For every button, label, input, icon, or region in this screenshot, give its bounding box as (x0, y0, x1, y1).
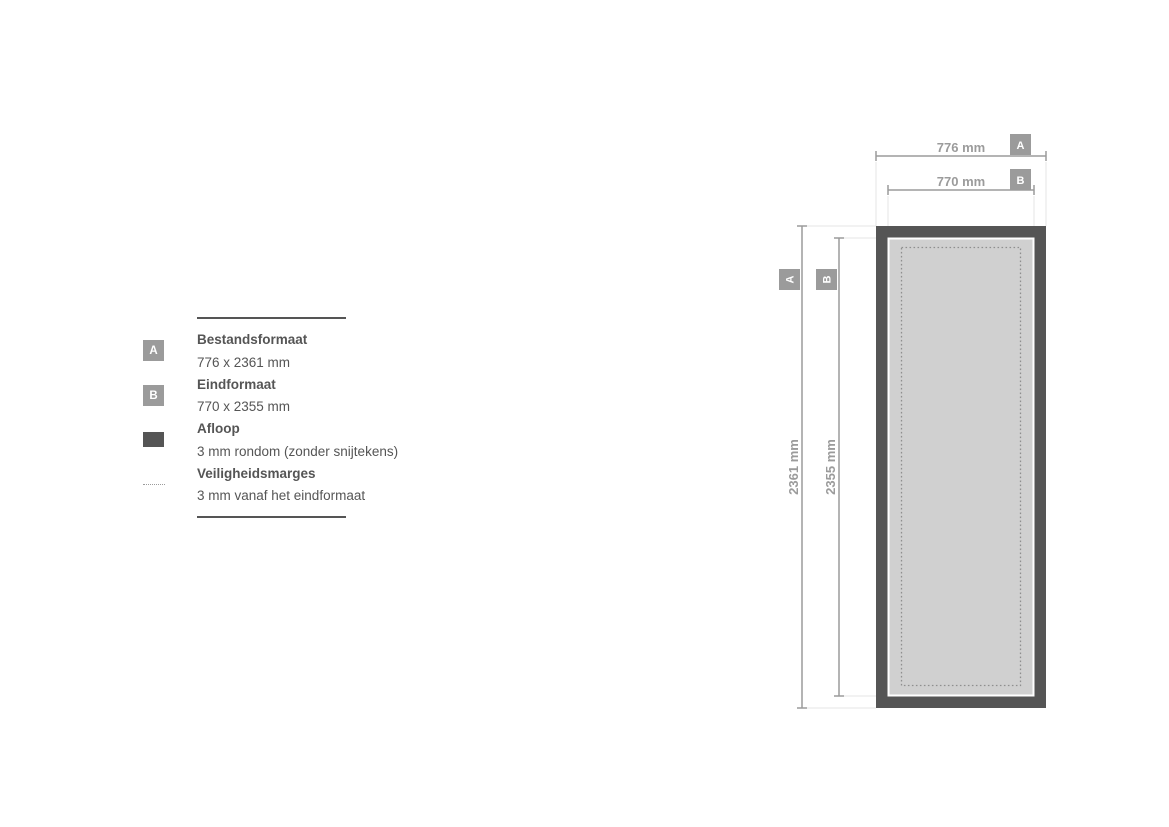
height-label-b: 2355 mm (823, 439, 838, 495)
legend-detail-bleed: 3 mm rondom (zonder snijtekens) (197, 444, 399, 459)
legend-safety-margin-dots (143, 484, 165, 485)
legend-detail-file-format: 776 x 2361 mm (197, 355, 291, 370)
legend-badge-a: A (143, 340, 164, 361)
legend-detail-safety-margins: 3 mm vanaf het eindformaat (197, 488, 366, 503)
height-dimension-a: A 2361 mm (779, 225, 807, 709)
width-dimension-b: 770 mm B (887, 169, 1035, 195)
badge-a-side-label: A (785, 275, 797, 283)
badge-b-top-label: B (1017, 175, 1025, 187)
badge-a-side (779, 269, 800, 290)
badge-b-side (816, 269, 837, 290)
width-label-b: 770 mm (937, 174, 985, 189)
badge-a-top (1010, 134, 1031, 155)
height-label-a: 2361 mm (786, 439, 801, 495)
badge-b-top (1010, 169, 1031, 190)
legend-title-final-format: Eindformaat (197, 377, 276, 392)
height-dimension-b: B 2355 mm (816, 237, 844, 697)
legend-title-bleed: Afloop (197, 421, 240, 436)
legend-title-file-format: Bestandsformaat (197, 332, 308, 347)
width-label-a: 776 mm (937, 140, 985, 155)
legend-detail-final-format: 770 x 2355 mm (197, 399, 291, 414)
safety-margin-outline (900, 246, 1022, 687)
legend-bottom-rule (197, 516, 346, 518)
badge-b-side-label: B (822, 275, 834, 283)
legend-title-safety-margins: Veiligheidsmarges (197, 466, 316, 481)
legend-bleed-swatch (143, 432, 164, 447)
width-dimension-a: 776 mm A (875, 134, 1047, 161)
legend-badge-b: B (143, 385, 164, 406)
final-format-area (887, 237, 1035, 697)
legend-top-rule (197, 317, 346, 319)
badge-a-top-label: A (1017, 140, 1025, 152)
